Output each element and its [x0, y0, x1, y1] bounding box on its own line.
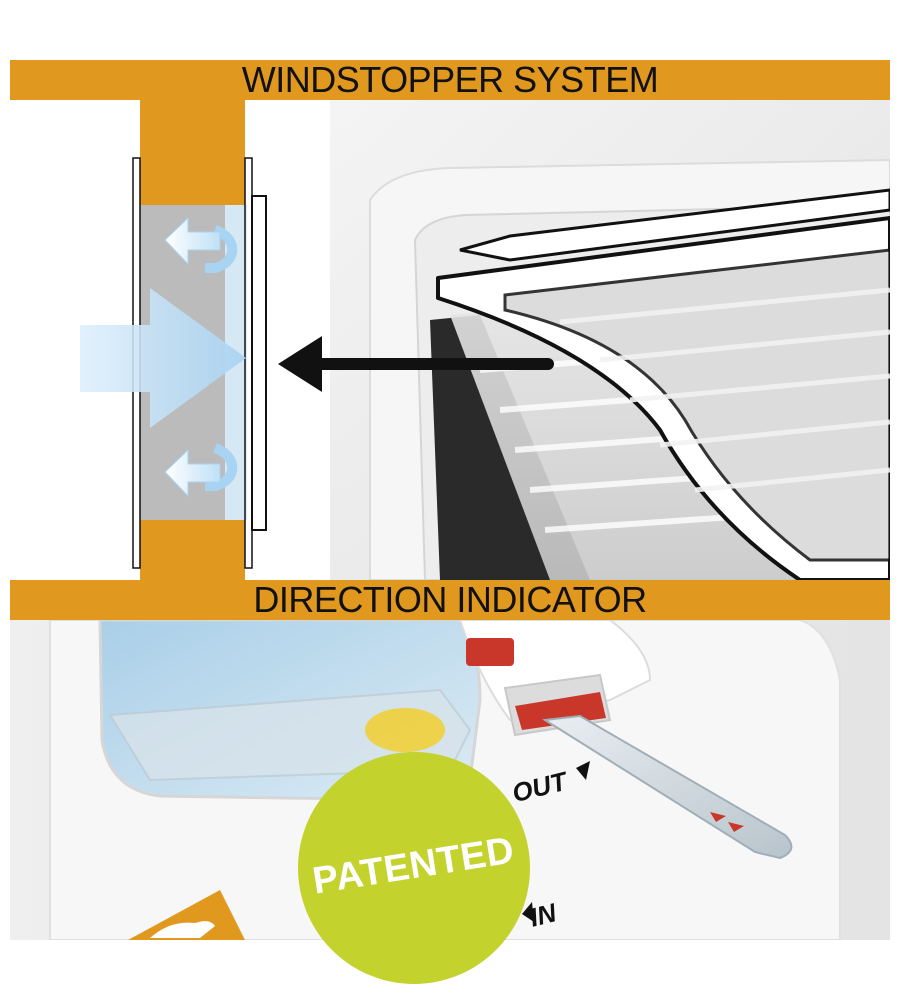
- direction-indicator-title: DIRECTION INDICATOR: [253, 579, 647, 620]
- flap-yellow-part: [365, 708, 445, 752]
- windstopper-banner: WINDSTOPPER SYSTEM: [10, 59, 890, 100]
- frame-top-rail: [459, 188, 890, 262]
- curl-arrow-upper: [164, 216, 238, 273]
- triangle-left-icon: [522, 902, 534, 922]
- tag-logo-shape: [150, 921, 215, 938]
- cat-flap-illustration: [330, 100, 890, 580]
- handle-arrow-marks: [710, 812, 744, 832]
- triangle-right-icon: [576, 761, 590, 780]
- flap-plate: [251, 195, 267, 531]
- callout-arrow-icon: [278, 336, 554, 392]
- windstopper-title: WINDSTOPPER SYSTEM: [241, 59, 659, 100]
- wall-lower: [140, 520, 245, 580]
- wall-upper: [140, 100, 245, 205]
- windstopper-photo: [330, 100, 890, 580]
- direction-indicator-banner: DIRECTION INDICATOR: [10, 579, 890, 620]
- orange-tag: [128, 890, 245, 940]
- frame-glass-slats: [559, 287, 890, 493]
- indicator-slider-top: [466, 638, 514, 666]
- windstopper-cross-section: [80, 100, 267, 580]
- patented-badge: PATENTED: [298, 752, 530, 984]
- windstopper-diagram: [10, 100, 330, 580]
- airflow-arrow-icon: [80, 288, 246, 428]
- curl-arrow-lower: [164, 443, 238, 498]
- windstopper-frame-inner: [503, 248, 890, 562]
- patented-text: PATENTED: [310, 828, 518, 903]
